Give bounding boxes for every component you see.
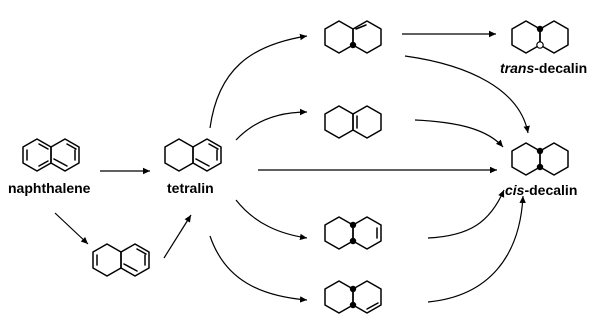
arrow-octalin-bottom-to-cis: [427, 195, 526, 303]
arrow-tetralin-to-octalin-bottom: [209, 235, 308, 303]
octalin-bottom-structure: [324, 280, 382, 314]
dihydronaphthalene-structure: [92, 243, 150, 277]
cis-prefix: cis: [505, 182, 525, 198]
arrow-octalin-middle-to-cis: [414, 119, 504, 148]
octalin-top-structure: [324, 20, 382, 54]
arrow-tetralin-to-octalin-lower: [235, 199, 308, 241]
trans-decalin-structure: [511, 20, 569, 54]
arrow-octalin-lower-to-cis: [427, 189, 505, 239]
naphthalene-structure: [22, 138, 80, 172]
cis-suffix: -decalin: [524, 182, 577, 198]
trans-prefix: trans: [500, 60, 534, 76]
cis-decalin-label: cis-decalin: [505, 182, 577, 198]
trans-decalin-label: trans-decalin: [500, 60, 587, 76]
octalin-lower-structure: [324, 216, 382, 250]
reaction-arrows: [54, 30, 530, 303]
trans-suffix: -decalin: [534, 60, 587, 76]
arrow-tetralin-to-octalin-middle: [235, 108, 308, 141]
arrow-dihydro-to-tetralin: [163, 214, 192, 259]
arrow-naphthalene-to-dihydro: [54, 212, 89, 245]
octalin-middle-structure: [324, 105, 382, 139]
arrow-octalin-top-to-cis: [404, 55, 530, 134]
tetralin-label: tetralin: [167, 180, 214, 196]
cis-decalin-structure: [511, 142, 569, 176]
arrow-tetralin-to-octalin-top: [209, 33, 308, 129]
naphthalene-label: naphthalene: [8, 180, 91, 196]
tetralin-structure: [164, 138, 222, 172]
